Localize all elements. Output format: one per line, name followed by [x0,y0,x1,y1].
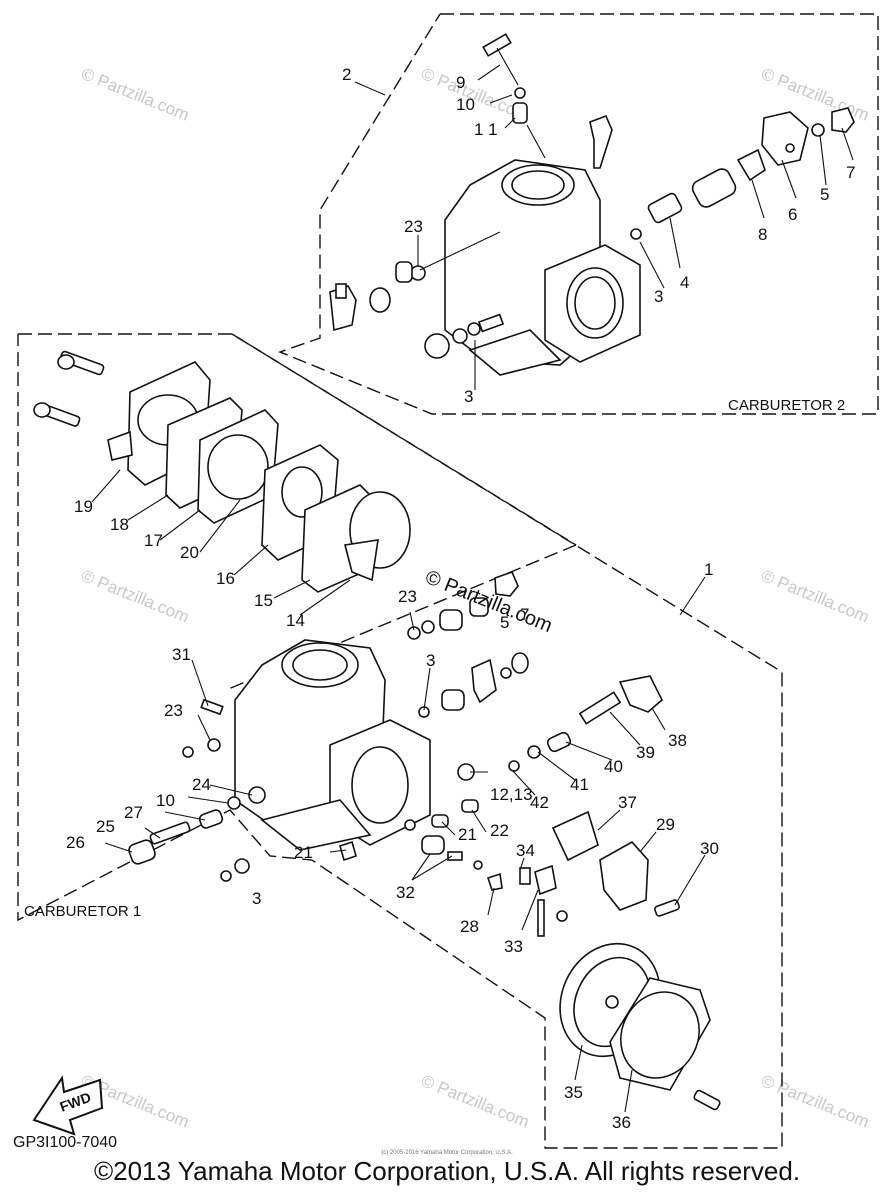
part-label: 7 [520,605,529,624]
part-label: 19 [74,497,93,516]
part-label: 1 1 [474,120,498,139]
part-label: 31 [172,645,191,664]
carburetor-1-boundary [17,333,783,1149]
part-label: 3 [464,387,473,406]
carburetor-1-body [234,639,431,851]
part-labels: 2 9 10 1 1 7 5 6 8 23 4 3 3 CARBURETOR 2… [24,65,855,1132]
part-label: 35 [564,1083,583,1102]
part-label: 10 [456,95,475,114]
watermark: © Partzilla.com [419,1071,532,1132]
part-label: 41 [570,775,589,794]
part-label: 3 [654,287,663,306]
part-label: 17 [144,531,163,550]
copyright-notice: ©2013 Yamaha Motor Corporation, U.S.A. A… [93,1156,801,1186]
part-label: 26 [66,833,85,852]
carburetor-1-caption: CARBURETOR 1 [24,903,141,920]
part-label: 12,13 [490,785,533,804]
part-label: 7 [846,163,855,182]
part-label: 20 [180,543,199,562]
watermark: © Partzilla.com [79,566,192,627]
part-label: 3 [426,651,435,670]
leader-lines [91,64,854,1113]
part-label: 2 [342,65,351,84]
part-label: 40 [604,757,623,776]
part-label: 6 [788,205,797,224]
watermark: © Partzilla.com [79,64,192,125]
carburetor-2-boundary [278,13,879,415]
gasket-stack [33,350,411,593]
carburetor-1-small-parts [128,570,680,937]
part-label: 25 [96,817,115,836]
part-label: 5 [820,185,829,204]
part-label: 29 [656,815,675,834]
diaphragm-cover [559,942,721,1111]
part-label: 22 [490,821,509,840]
part-label: 14 [286,611,305,630]
part-label: 33 [504,937,523,956]
part-label: 8 [758,225,767,244]
drawing-code: GP3I100-7040 [13,1134,118,1151]
watermark: © Partzilla.com [759,566,872,627]
part-label: 28 [460,917,479,936]
part-label: 32 [396,883,415,902]
gasket-group-line [225,544,577,691]
carburetor-2-small-parts [329,33,855,359]
tiny-copyright: (c) 2005-2016 Yamaha Motor Corporation, … [381,1150,513,1156]
part-label: 23 [398,587,417,606]
carburetor-2-body [444,159,641,376]
part-label: 27 [124,803,143,822]
part-label: 30 [700,839,719,858]
part-label: 15 [254,591,273,610]
watermark: © Partzilla.com [759,1071,872,1132]
part-label: 36 [612,1113,631,1132]
part-label: 9 [456,73,465,92]
part-label: 16 [216,569,235,588]
part-label: 38 [668,731,687,750]
part-label: 21 [458,825,477,844]
part-label: 3 [252,889,261,908]
part-label: 39 [636,743,655,762]
part-label: 34 [516,841,535,860]
part-label: 10 [156,791,175,810]
part-label: 24 [192,775,211,794]
carburetor-2-caption: CARBURETOR 2 [728,397,845,414]
part-label: 23 [404,217,423,236]
part-label: 18 [110,515,129,534]
gasket-group-line [231,333,577,546]
part-label: 37 [618,793,637,812]
part-label: 42 [530,793,549,812]
part-label: 21 [294,843,313,862]
fwd-arrow-icon: FWD [32,1075,104,1136]
part-label: 4 [680,273,689,292]
part-label: 1 [704,560,713,579]
part-label: 5 [500,613,509,632]
part-label: 23 [164,701,183,720]
